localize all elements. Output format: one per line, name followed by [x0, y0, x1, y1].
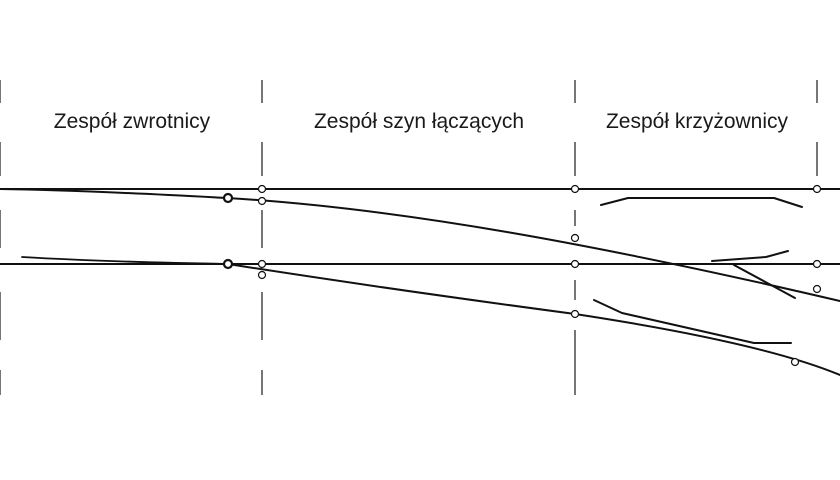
- switch-heel-top: [222, 192, 234, 204]
- section-label-switch: Zespół zwrotnicy: [54, 110, 211, 133]
- section-dividers: [0, 80, 818, 395]
- joint: [570, 309, 580, 319]
- joint: [812, 259, 822, 269]
- rail-joints: [257, 184, 822, 367]
- switch-heel-lower: [222, 258, 234, 270]
- frog-nose: [733, 264, 796, 299]
- check-rail-lower: [593, 299, 792, 344]
- joint: [257, 184, 267, 194]
- joint: [257, 196, 267, 206]
- switch-blade-lower: [21, 256, 229, 265]
- joint: [812, 184, 822, 194]
- joint: [570, 233, 580, 243]
- joint: [790, 357, 800, 367]
- joint: [812, 284, 822, 294]
- joint: [570, 184, 580, 194]
- joint: [570, 259, 580, 269]
- section-label-closure-rails: Zespół szyn łączących: [314, 110, 524, 133]
- joint: [257, 259, 267, 269]
- curved-switch-rail-top: [0, 188, 840, 302]
- section-label-crossing: Zespół krzyżownicy: [606, 110, 789, 133]
- wing-rail-top: [600, 197, 803, 208]
- frog-wing-right: [711, 250, 789, 262]
- joint: [257, 270, 267, 280]
